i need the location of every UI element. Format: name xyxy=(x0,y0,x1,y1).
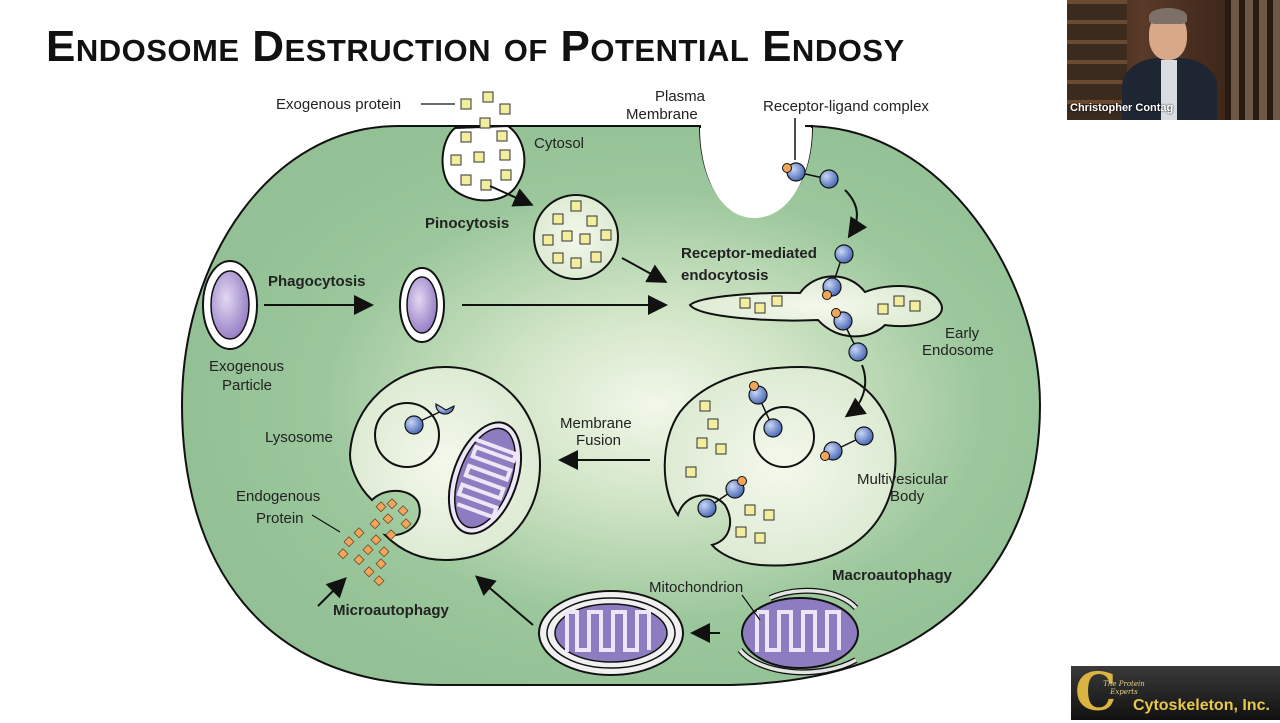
presenter-hair xyxy=(1149,8,1187,24)
label-microautophagy: Microautophagy xyxy=(333,602,449,619)
slide-title: Endosome Destruction of Potential Endosy xyxy=(46,22,905,71)
label-exogenous-protein: Exogenous protein xyxy=(276,96,401,113)
lysosome-mitochondrion xyxy=(447,421,523,535)
endogenous-protein-cluster xyxy=(337,498,412,587)
label-macroautophagy: Macroautophagy xyxy=(832,567,953,584)
mitochondrion xyxy=(737,587,859,676)
label-pinocytosis: Pinocytosis xyxy=(425,215,509,232)
label-exogenous-particle: Exogenous xyxy=(209,358,284,375)
label-membrane-fusion: Membrane xyxy=(560,415,632,432)
early-endosome xyxy=(688,244,943,362)
label-early-endosome-2: Endosome xyxy=(922,342,994,359)
label-plasma-membrane: Plasma xyxy=(655,88,706,105)
logo-c-mark: C xyxy=(1075,662,1117,723)
label-cytosol: Cytosol xyxy=(534,135,584,152)
receptor-ligand-complex xyxy=(782,118,839,189)
autophagosome xyxy=(538,590,684,676)
label-exogenous-particle-2: Particle xyxy=(222,377,272,394)
presenter-shirt xyxy=(1161,60,1177,120)
label-multivesicular-body-2: Body xyxy=(890,488,925,505)
company-logo: C The Protein Experts Cytoskeleton, Inc. xyxy=(1071,666,1280,720)
bookshelf xyxy=(1067,0,1127,120)
label-endocytosis: endocytosis xyxy=(681,267,769,284)
label-endogenous-protein: Endogenous xyxy=(236,488,320,505)
plasma-membrane-pocket xyxy=(700,128,812,218)
label-receptor-mediated: Receptor-mediated xyxy=(681,245,817,262)
leader-lines xyxy=(311,103,761,621)
label-plasma-membrane-2: Membrane xyxy=(626,106,698,123)
multivesicular-body xyxy=(663,365,897,567)
label-endogenous-protein-2: Protein xyxy=(256,510,304,527)
presenter-video[interactable]: Christopher Contag xyxy=(1067,0,1280,120)
presenter-name: Christopher Contag xyxy=(1070,102,1174,114)
label-multivesicular-body: Multivesicular xyxy=(857,471,948,488)
window-blinds xyxy=(1225,0,1280,120)
label-membrane-fusion-2: Fusion xyxy=(576,432,621,449)
exogenous-particle xyxy=(202,260,258,350)
logo-company-name: Cytoskeleton, Inc. xyxy=(1133,697,1270,714)
pinocytic-vesicle xyxy=(533,194,619,280)
phagosome xyxy=(399,267,445,343)
label-early-endosome: Early xyxy=(945,325,980,342)
exogenous-protein-cluster xyxy=(450,91,512,191)
pathway-arrows xyxy=(264,185,868,643)
logo-tagline: The Protein Experts xyxy=(1103,680,1145,696)
label-lysosome: Lysosome xyxy=(265,429,333,446)
label-phagocytosis: Phagocytosis xyxy=(268,273,366,290)
lysosome xyxy=(348,365,542,562)
label-receptor-ligand-complex: Receptor-ligand complex xyxy=(763,98,929,115)
label-mitochondrion: Mitochondrion xyxy=(649,579,743,596)
